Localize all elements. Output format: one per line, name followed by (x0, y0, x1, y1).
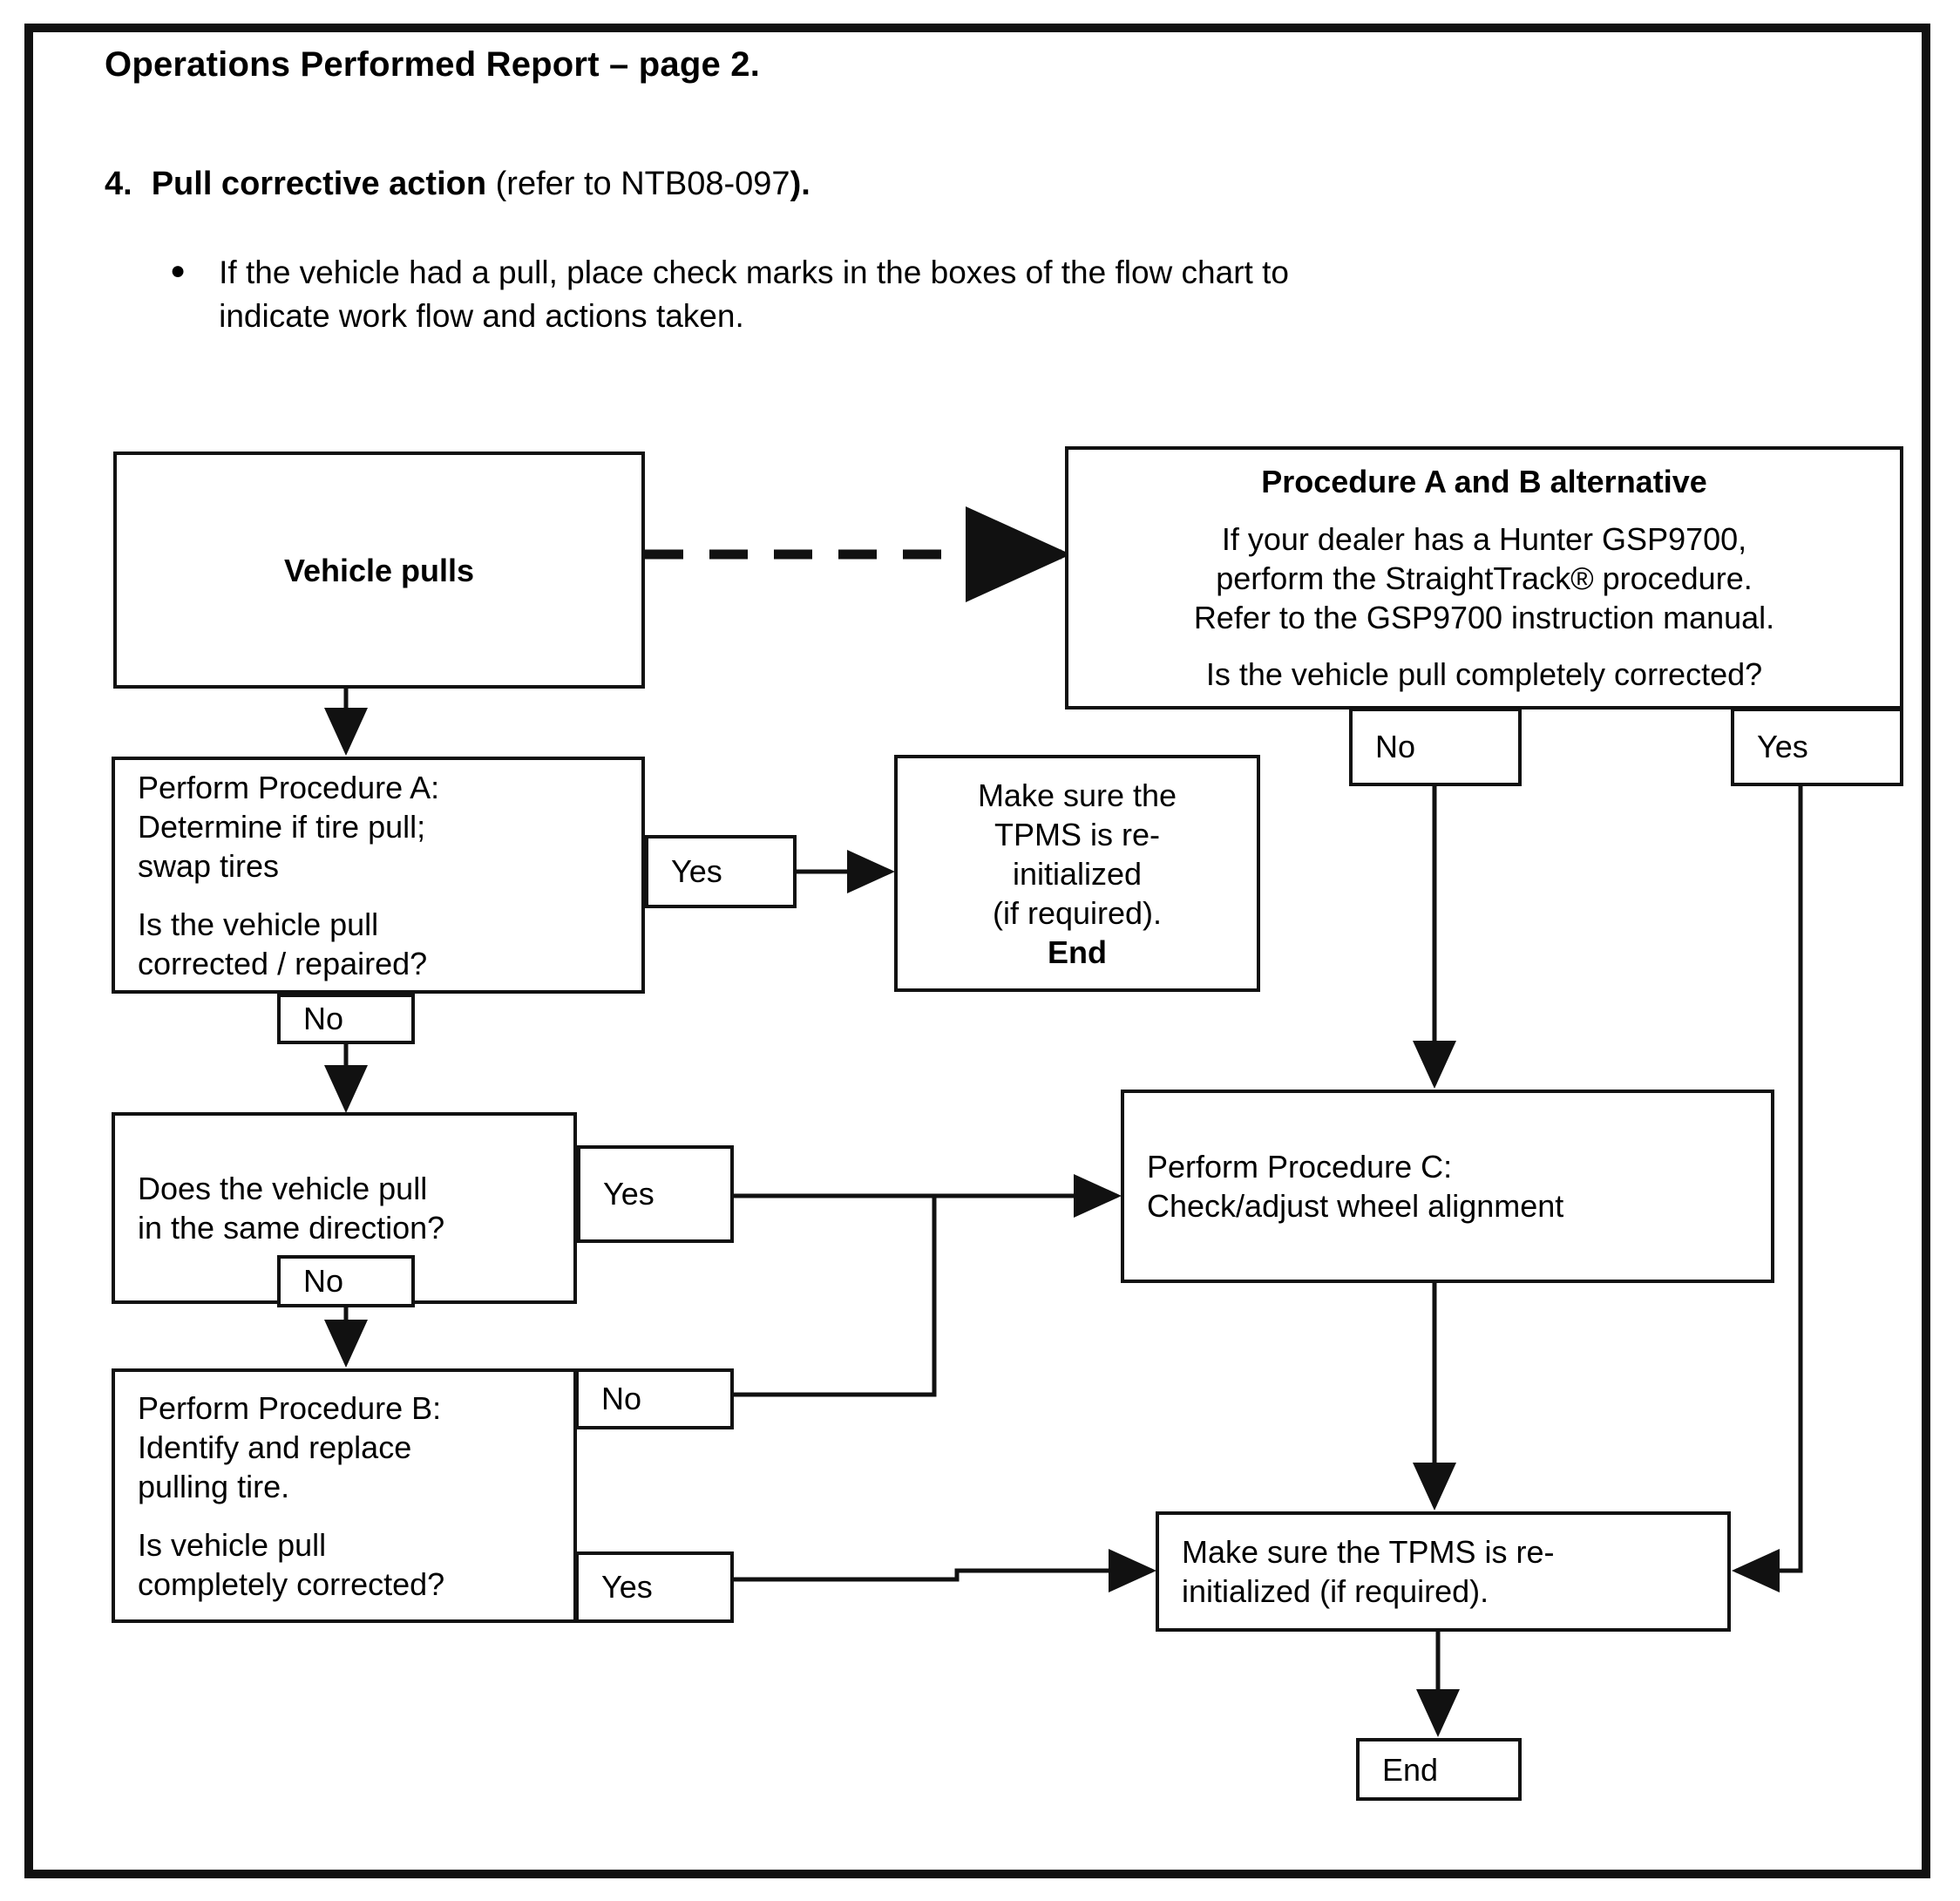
tpms-end-line-1: Make sure the (977, 777, 1177, 813)
proc-b-line-1: Perform Procedure B: (138, 1389, 442, 1426)
node-procedure-ab-alternative[interactable]: Procedure A and B alternative If your de… (1065, 446, 1903, 709)
label-proc-a-yes[interactable]: Yes (645, 835, 797, 908)
step-bold-lead: Pull corrective action (151, 166, 487, 202)
tpms-bottom-line-1: Make sure the TPMS is re- (1182, 1534, 1555, 1570)
alt-title: Procedure A and B alternative (1261, 464, 1707, 499)
label-alt-no[interactable]: No (1349, 708, 1522, 786)
bullet-text: If the vehicle had a pull, place check m… (219, 255, 1289, 334)
same-direction-line-2: in the same direction? (138, 1210, 445, 1246)
proc-b-question-1: Is vehicle pull (138, 1526, 327, 1563)
label-same-direction-no-text: No (303, 1263, 344, 1299)
node-procedure-a[interactable]: Perform Procedure A: Determine if tire p… (112, 757, 645, 994)
label-alt-yes-text: Yes (1757, 729, 1808, 764)
proc-a-line-1: Perform Procedure A: (138, 769, 440, 805)
tpms-end-line-3: initialized (1012, 855, 1143, 892)
node-vehicle-pulls-label: Vehicle pulls (283, 552, 475, 588)
label-same-direction-yes-text: Yes (603, 1176, 654, 1212)
proc-a-question-2: corrected / repaired? (138, 945, 428, 981)
proc-a-question-1: Is the vehicle pull (138, 906, 379, 942)
label-alt-no-text: No (1375, 729, 1416, 764)
spacer (115, 1506, 573, 1525)
node-vehicle-pulls[interactable]: Vehicle pulls (113, 451, 645, 689)
label-proc-a-no-text: No (303, 1001, 344, 1036)
label-same-direction-yes[interactable]: Yes (577, 1145, 734, 1243)
bullet-item: ● If the vehicle had a pull, place check… (170, 251, 1390, 338)
connector-alt-yes-to-tpms-bottom (1732, 784, 1803, 1592)
proc-a-line-2: Determine if tire pull; (138, 808, 426, 845)
tpms-end-line-2: TPMS is re- (994, 816, 1160, 852)
proc-b-question-2: completely corrected? (138, 1565, 445, 1602)
proc-c-line-2: Check/adjust wheel alignment (1147, 1188, 1564, 1224)
node-end[interactable]: End (1356, 1738, 1522, 1801)
step-tail-bold: ). (790, 166, 810, 202)
alt-body-line-1: If your dealer has a Hunter GSP9700, (1221, 520, 1747, 557)
connector-proc-b-no-to-proc-c (732, 1196, 937, 1397)
node-tpms-end[interactable]: Make sure the TPMS is re- initialized (i… (894, 755, 1260, 992)
node-procedure-c[interactable]: Perform Procedure C: Check/adjust wheel … (1121, 1090, 1774, 1283)
step-number: 4. (105, 166, 132, 202)
alt-question: Is the vehicle pull completely corrected… (1205, 656, 1763, 692)
connector-proc-b-yes-to-tpms-bottom (732, 1549, 1156, 1592)
label-proc-b-yes-text: Yes (601, 1569, 653, 1605)
tpms-end-line-4: (if required). (992, 894, 1163, 931)
node-tpms-bottom[interactable]: Make sure the TPMS is re- initialized (i… (1156, 1511, 1731, 1632)
node-procedure-b[interactable]: Perform Procedure B: Identify and replac… (112, 1368, 577, 1623)
proc-b-line-3: pulling tire. (138, 1468, 290, 1504)
alt-body-line-3: Refer to the GSP9700 instruction manual. (1193, 599, 1775, 635)
label-proc-b-no-text: No (601, 1381, 642, 1416)
bullet-dot-icon: ● (170, 256, 187, 285)
tpms-end-label: End (1048, 934, 1107, 970)
same-direction-line-1: Does the vehicle pull (138, 1171, 428, 1206)
proc-a-line-3: swap tires (138, 847, 280, 884)
step-heading: 4. Pull corrective action (refer to NTB08… (105, 166, 810, 203)
label-proc-a-no[interactable]: No (277, 994, 415, 1044)
label-proc-a-yes-text: Yes (671, 853, 722, 889)
proc-c-line-1: Perform Procedure C: (1147, 1149, 1453, 1185)
label-same-direction-no[interactable]: No (277, 1255, 415, 1307)
page-title: Operations Performed Report – page 2. (105, 45, 761, 84)
label-proc-b-yes[interactable]: Yes (575, 1551, 734, 1623)
label-proc-b-no[interactable]: No (575, 1368, 734, 1429)
proc-b-line-2: Identify and replace (138, 1429, 412, 1465)
step-tail: (refer to NTB08-097 (486, 166, 790, 202)
alt-body-line-2: perform the StraightTrack® procedure. (1216, 560, 1753, 596)
spacer (115, 886, 641, 905)
label-alt-yes[interactable]: Yes (1731, 708, 1903, 786)
tpms-bottom-line-2: initialized (if required). (1182, 1573, 1489, 1609)
node-end-label: End (1382, 1751, 1439, 1788)
